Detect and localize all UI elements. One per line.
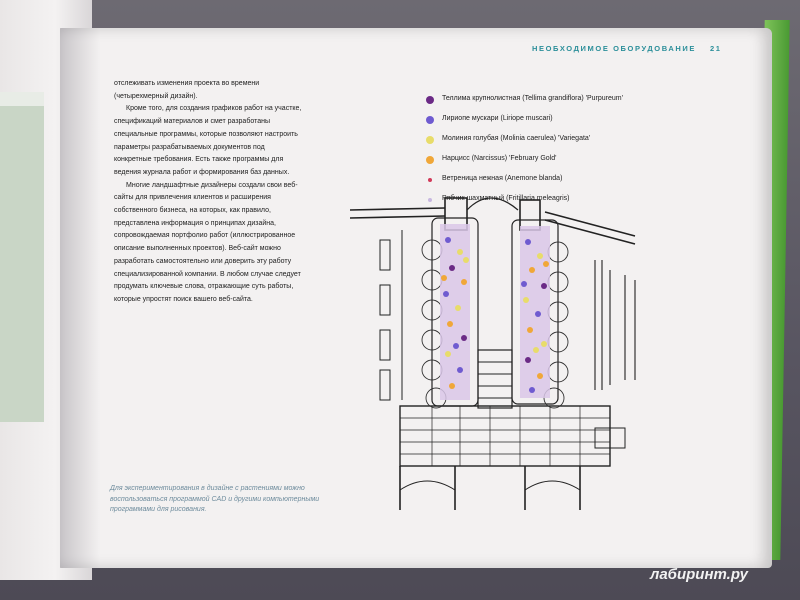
- legend-dot-icon: [426, 156, 434, 164]
- legend-label: Лириопе мускари (Liriope muscari): [442, 115, 553, 122]
- running-header: НЕОБХОДИМОЕ ОБОРУДОВАНИЕ 21: [532, 44, 722, 53]
- legend-label: Рябчик шахматный (Fritillaria meleagris): [442, 195, 570, 202]
- legend-label: Молиния голубая (Molinia caerulea) 'Vari…: [442, 135, 591, 142]
- page-spine-shadow: [60, 28, 100, 568]
- paragraph: отслеживать изменения проекта во времени…: [114, 80, 260, 100]
- garden-plan-drawing: [349, 197, 636, 510]
- header-title: НЕОБХОДИМОЕ ОБОРУДОВАНИЕ: [532, 44, 696, 53]
- legend-dot-icon: [428, 198, 432, 202]
- paragraph: Многие ландшафтные дизайнеры создали сво…: [114, 181, 301, 303]
- figure-caption: Для экспериментирования в дизайне с раст…: [110, 485, 320, 513]
- legend-label: Теллима крупнолистная (Tellima grandiflo…: [442, 95, 623, 102]
- legend-dot-icon: [428, 178, 432, 182]
- body-text: отслеживать изменения проекта во времени…: [114, 78, 304, 307]
- left-page-photo-strip: [0, 92, 44, 106]
- page-number: 21: [710, 44, 722, 53]
- paragraph: Кроме того, для создания графиков работ …: [114, 105, 302, 176]
- legend-dot-icon: [426, 116, 434, 124]
- right-page: [60, 28, 772, 568]
- legend-dot-icon: [426, 136, 434, 144]
- watermark: лабиринт.ру: [650, 566, 748, 583]
- legend-label: Нарцисс (Narcissus) 'February Gold': [442, 155, 557, 162]
- legend-label: Ветреница нежная (Anemone blanda): [442, 175, 563, 182]
- left-page-photo: [0, 92, 44, 422]
- legend-dot-icon: [426, 96, 434, 104]
